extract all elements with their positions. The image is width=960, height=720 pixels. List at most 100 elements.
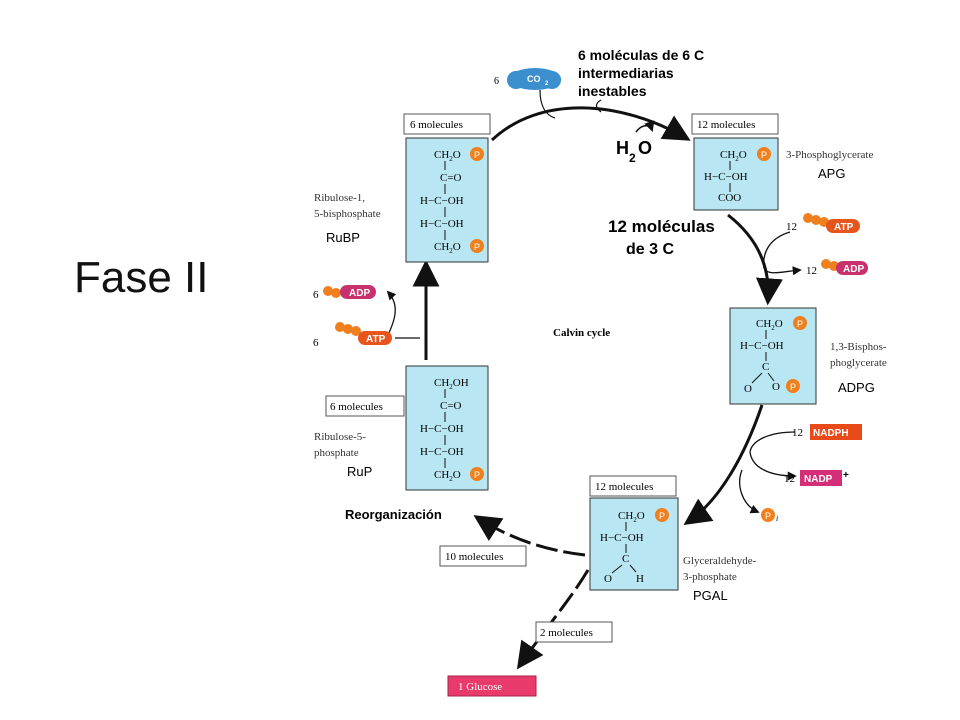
rup-phosphate-icon: [470, 467, 484, 481]
nadp-icon: [800, 470, 842, 486]
inorganic-phosphate-icon: [761, 508, 775, 522]
arrow-nadph-in: [749, 431, 796, 453]
rup-ch2-bottom: CH: [434, 469, 449, 481]
bpg-carbon: C: [762, 361, 769, 373]
glucose-product-box: [447, 675, 537, 697]
adp-out-count: 12: [806, 265, 817, 277]
apg-name: 3-Phosphoglycerate: [786, 149, 873, 161]
nadph-icon: [810, 424, 862, 440]
pgal-carbon: C: [622, 553, 629, 565]
co2-count: 6: [494, 76, 499, 87]
bpg-hcoh: H−C−OH: [740, 340, 784, 352]
arrow-pi-out: [739, 469, 760, 514]
arrow-adp-out: [763, 266, 802, 276]
pgal-hcoh: H−C−OH: [600, 532, 644, 544]
ten-molecules-box: [439, 545, 527, 567]
bpg-oxygen: O: [744, 383, 752, 395]
pgal-count: 12 molecules: [595, 481, 653, 493]
water-o: O: [638, 138, 652, 158]
arrow-reduction: [683, 404, 764, 526]
co2-subscript: 2: [545, 81, 549, 87]
rup-compound: 6 molecules CH2OH C=O H−C−OH H−C−OH CH2O…: [314, 365, 489, 491]
rubp-phosphate-bottom-icon: [470, 239, 484, 253]
atp-left-label: ATP: [366, 334, 386, 345]
apg-structure-box: [693, 137, 779, 211]
atp-right-icon: [826, 219, 860, 233]
rubp-compound: 6 molecules CH2O P C=O H−C−OH H−C−OH CH2…: [314, 113, 491, 263]
svg-text:P: P: [474, 242, 480, 252]
svg-text:CH2OH: CH2OH: [434, 377, 469, 391]
bpg-abbr: ADPG: [838, 380, 875, 395]
pgal-hydrogen: H: [636, 573, 644, 585]
left-adp-count: 6: [313, 289, 319, 301]
rubp-phosphate-top-icon: [470, 147, 484, 161]
nadp-label: NADP: [804, 474, 833, 485]
rup-hcoh-2: H−C−OH: [420, 446, 464, 458]
pgal-compound: 12 molecules CH2O P H−C−OH C O H Glycera…: [589, 475, 757, 603]
rubp-name-line2: 5-bisphosphate: [314, 208, 381, 220]
svg-text:CH2O: CH2O: [618, 510, 645, 524]
co2-group: 6 CO 2: [494, 68, 561, 119]
rup-ch2oh: CH: [434, 377, 449, 389]
nadph-count: 12: [792, 427, 803, 439]
cycle-title: Calvin cycle: [553, 327, 610, 339]
annotation-brace: [595, 99, 602, 113]
nadph-label: NADPH: [813, 428, 849, 439]
rup-count: 6 molecules: [330, 401, 383, 413]
apg-phosphate-icon: [757, 147, 771, 161]
ten-molecules-label: 10 molecules: [445, 551, 503, 563]
rup-abbr: RuP: [347, 464, 372, 479]
arrow-regeneration: [473, 515, 586, 557]
svg-text:P: P: [797, 319, 803, 329]
apg-count: 12 molecules: [697, 119, 755, 131]
adp-left-label: ADP: [349, 288, 370, 299]
arrow-atp-in: [763, 231, 791, 269]
nadph-group: 12 NADPH 12 NADP + P i: [761, 424, 862, 523]
rubp-carbonyl: C=O: [440, 172, 462, 184]
apg-carboxylate: COO: [718, 192, 741, 204]
rup-name-line2: phosphate: [314, 447, 359, 459]
atp-adp-left: 6 ADP 6 ATP: [313, 285, 392, 349]
two-molecules-box: [535, 621, 613, 643]
bpg-ch2: CH: [756, 318, 771, 330]
bpg-o-link: O: [772, 381, 780, 393]
arrow-nadp-out: [749, 451, 797, 481]
atp-in-count: 12: [786, 221, 797, 233]
rubp-abbr: RuBP: [326, 230, 360, 245]
svg-text:CH2O: CH2O: [434, 469, 461, 483]
left-atp-count: 6: [313, 337, 319, 349]
svg-text:CH2O: CH2O: [720, 149, 747, 163]
annotation-unstable-line1: 6 moléculas de 6 C: [578, 47, 704, 63]
arrow-carbon-fixation: [490, 106, 691, 142]
pgal-count-box: [589, 475, 677, 497]
water-h: H: [616, 138, 629, 158]
co2-entry-line: [539, 89, 556, 119]
svg-text:P: P: [761, 150, 767, 160]
arrow-left-adp-out: [386, 290, 397, 336]
annotation-3c-line2: de 3 C: [626, 241, 674, 258]
two-molecules-label: 2 molecules: [540, 627, 593, 639]
inorganic-phosphate-label: P: [765, 511, 771, 521]
nadp-count: 12: [784, 473, 795, 485]
adp-left-icon: [340, 285, 376, 299]
adp-right-label: ADP: [843, 264, 864, 275]
rup-count-box: [325, 395, 405, 417]
svg-text:P: P: [790, 382, 796, 392]
rup-name-line1: Ribulose-5-: [314, 431, 366, 443]
glucose-product-label: 1 Glucose: [458, 681, 502, 693]
apg-abbr: APG: [818, 166, 845, 181]
water-arrow: [635, 120, 655, 133]
rubp-ch2-bottom: CH: [434, 241, 449, 253]
rubp-count: 6 molecules: [410, 119, 463, 131]
svg-text:P: P: [474, 470, 480, 480]
rubp-hcoh-2: H−C−OH: [420, 218, 464, 230]
atp-adp-right: 12 ATP 12 ADP: [786, 213, 868, 277]
apg-hcoh: H−C−OH: [704, 171, 748, 183]
rubp-ch2-top: CH: [434, 149, 449, 161]
arrow-phosphorylation: [727, 213, 783, 306]
rup-hcoh-1: H−C−OH: [420, 423, 464, 435]
bpg-name-line2: phoglycerate: [830, 357, 887, 369]
inorganic-phosphate-sub: i: [776, 514, 778, 523]
bpg-phosphate-bottom-icon: [786, 379, 800, 393]
rubp-count-box: [403, 113, 491, 135]
